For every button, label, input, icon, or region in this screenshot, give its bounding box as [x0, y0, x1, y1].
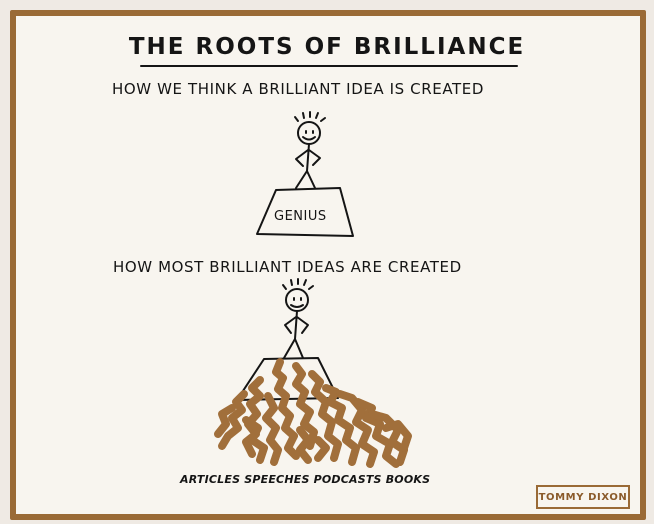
author-name: TOMMY DIXON — [538, 491, 628, 503]
sources-label: ARTICLES SPEECHES PODCASTS BOOKS — [180, 473, 431, 486]
subtitle-actual: HOW MOST BRILLIANT IDEAS ARE CREATED — [113, 258, 462, 276]
stick-figure-bottom — [282, 278, 314, 359]
subtitle-perceived: HOW WE THINK A BRILLIANT IDEA IS CREATED — [112, 80, 485, 98]
genius-pedestal — [256, 187, 354, 237]
roots-of-knowledge — [214, 358, 412, 468]
genius-label: GENIUS — [274, 209, 327, 224]
author-credit: TOMMY DIXON — [536, 485, 630, 509]
stick-figure-top — [294, 111, 326, 189]
title-underline — [140, 65, 518, 67]
illustration-title: THE ROOTS OF BRILLIANCE — [128, 34, 526, 60]
bottom-pedestal — [236, 357, 339, 401]
